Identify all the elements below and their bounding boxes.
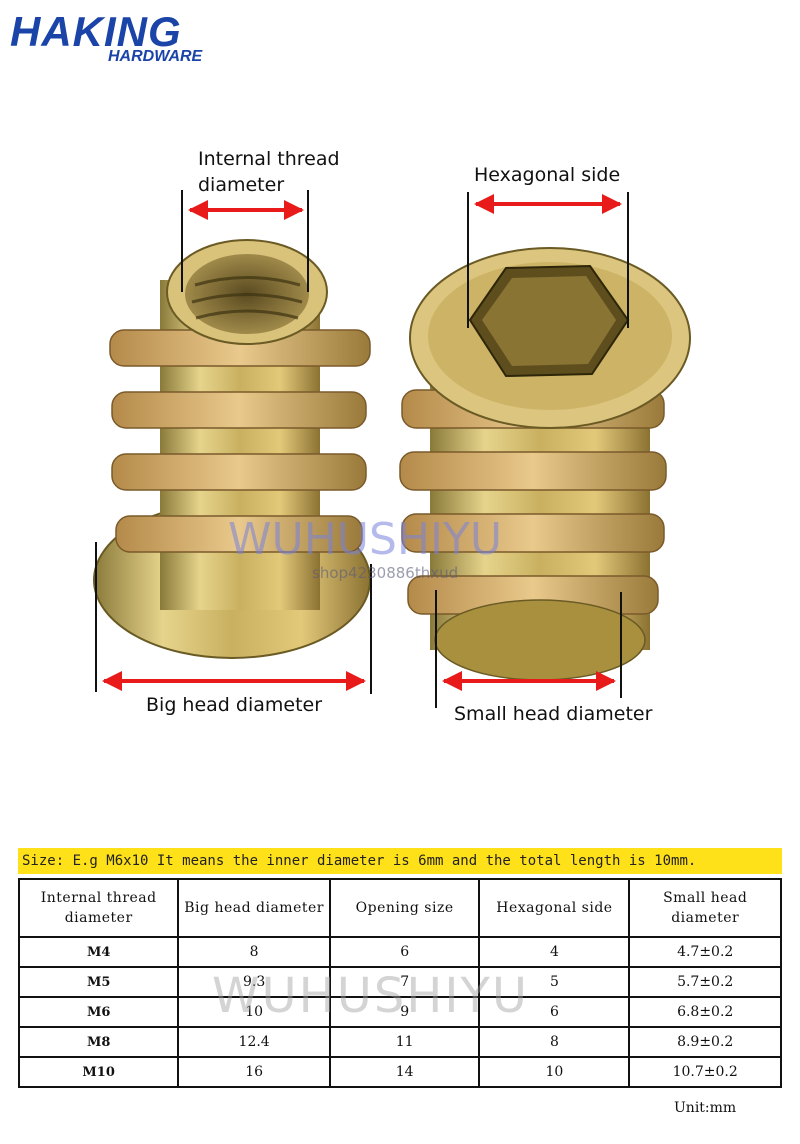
unit-label: Unit:mm [674,1100,737,1116]
table-cell: 4 [478,936,631,968]
table-cell: 8.9±0.2 [628,1026,782,1058]
table-cell: 12.4 [177,1026,331,1058]
table-header-row: Internal thread diameter Big head diamet… [17,878,782,938]
col-header: Small head diameter [628,878,782,938]
table-cell: 7 [328,966,481,998]
table-cell: 8 [478,1026,631,1058]
table-cell: M6 [17,996,180,1028]
logo-sub-text: HARDWARE [108,48,203,65]
small-head-diameter-label: Small head diameter [454,703,653,725]
table-row: M10 16 14 10 10.7±0.2 [17,1056,782,1088]
col-header: Internal thread diameter [17,878,180,938]
col-header: Big head diameter [177,878,331,938]
haking-logo: HAKING HARDWARE [8,8,238,65]
big-head-diameter-label: Big head diameter [146,694,323,716]
table-cell: 11 [328,1026,481,1058]
table-cell: 6 [328,936,481,968]
table-cell: M8 [17,1026,180,1058]
internal-thread-label: Internal thread diameter [198,148,340,196]
table-cell: M5 [17,966,180,998]
table-cell: 10.7±0.2 [628,1056,782,1088]
table-cell: 6.8±0.2 [628,996,782,1028]
photo-watermark-sub: shop4230886thxud [312,564,459,582]
table-cell: 6 [478,996,631,1028]
dimension-lines [95,190,629,708]
table-cell: 10 [478,1056,631,1088]
table-cell: 10 [177,996,331,1028]
insert-nuts-illustration [93,190,691,708]
col-header: Opening size [328,878,481,938]
table-cell: 8 [177,936,331,968]
table-cell: M10 [17,1056,180,1088]
table-row: M8 12.4 11 8 8.9±0.2 [17,1026,782,1058]
table-cell: 5.7±0.2 [628,966,782,998]
col-header: Hexagonal side [478,878,631,938]
table-cell: M4 [17,936,180,968]
hexagonal-side-label: Hexagonal side [474,164,621,186]
photo-watermark: WUHUSHIYU [228,514,503,565]
left-insert-nut [93,239,371,659]
size-note: Size: E.g M6x10 It means the inner diame… [18,848,782,874]
table-row: M4 8 6 4 4.7±0.2 [17,936,782,968]
spec-table: Internal thread diameter Big head diamet… [17,878,782,1088]
spec-section: Size: E.g M6x10 It means the inner diame… [17,848,782,1088]
table-cell: 14 [328,1056,481,1088]
table-cell: 9.3 [177,966,331,998]
table-cell: 16 [177,1056,331,1088]
logo-main-text: HAKING [10,8,182,55]
table-cell: 4.7±0.2 [628,936,782,968]
table-row: M6 10 9 6 6.8±0.2 [17,996,782,1028]
right-insert-nut [399,247,691,681]
dimension-arrows [102,194,622,691]
table-cell: 5 [478,966,631,998]
table-watermark: WUHUSHIYU [212,968,529,1024]
product-photo: Internal thread diameter Hexagonal side … [0,80,800,820]
table-row: M5 9.3 7 5 5.7±0.2 [17,966,782,998]
table-cell: 9 [328,996,481,1028]
